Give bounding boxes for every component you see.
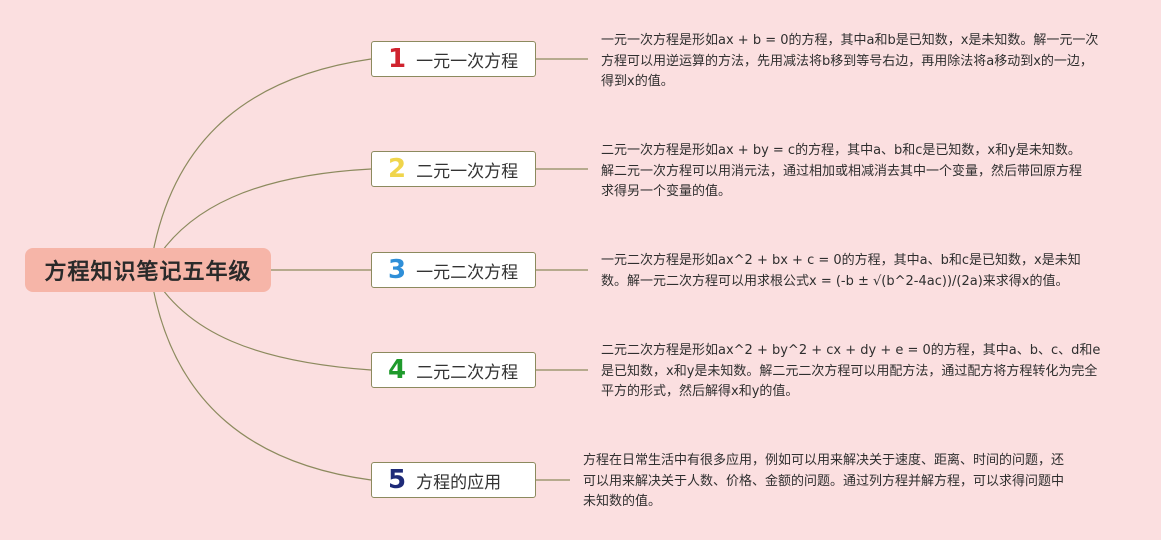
- topic-label: 二元二次方程: [416, 362, 519, 383]
- topic-description-4: 二元二次方程是形如ax^2 + by^2 + cx + dy + e = 0的方…: [601, 343, 1101, 399]
- topic-label: 二元一次方程: [416, 161, 519, 182]
- topic-description-5: 方程在日常生活中有很多应用，例如可以用来解决关于速度、距离、时间的问题，还可以用…: [583, 453, 1065, 509]
- topic-quadratic-one-var[interactable]: 3 一元二次方程: [371, 252, 536, 288]
- topic-number-2: 2: [388, 154, 407, 184]
- topic-linear-two-var[interactable]: 2 二元一次方程: [371, 151, 536, 187]
- branch-line-4: [149, 269, 372, 371]
- root-title: 方程知识笔记五年级: [44, 260, 252, 285]
- topic-quadratic-two-var[interactable]: 4 二元二次方程: [371, 352, 536, 388]
- topic-number-4: 4: [388, 355, 407, 385]
- topic-label: 一元二次方程: [416, 262, 519, 283]
- topic-applications[interactable]: 5 方程的应用: [371, 462, 536, 498]
- topic-description-2: 二元一次方程是形如ax + by = c的方程，其中a、b和c是已知数，x和y是…: [601, 143, 1083, 199]
- branch-line-2: [149, 168, 372, 271]
- topic-label: 一元一次方程: [416, 51, 519, 72]
- root-topic[interactable]: 方程知识笔记五年级: [25, 248, 271, 292]
- topic-number-1: 1: [388, 44, 407, 74]
- topic-number-3: 3: [388, 255, 407, 285]
- topic-description-1: 一元一次方程是形如ax + b = 0的方程，其中a和b是已知数，x是未知数。解…: [601, 33, 1099, 89]
- topic-number-5: 5: [388, 465, 407, 495]
- topic-description-3: 一元二次方程是形如ax^2 + bx + c = 0的方程，其中a、b和c是已知…: [601, 253, 1081, 289]
- topic-label: 方程的应用: [416, 472, 502, 493]
- branch-line-1: [149, 58, 372, 271]
- branch-line-5: [149, 269, 372, 481]
- topic-linear-one-var[interactable]: 1 一元一次方程: [371, 41, 536, 77]
